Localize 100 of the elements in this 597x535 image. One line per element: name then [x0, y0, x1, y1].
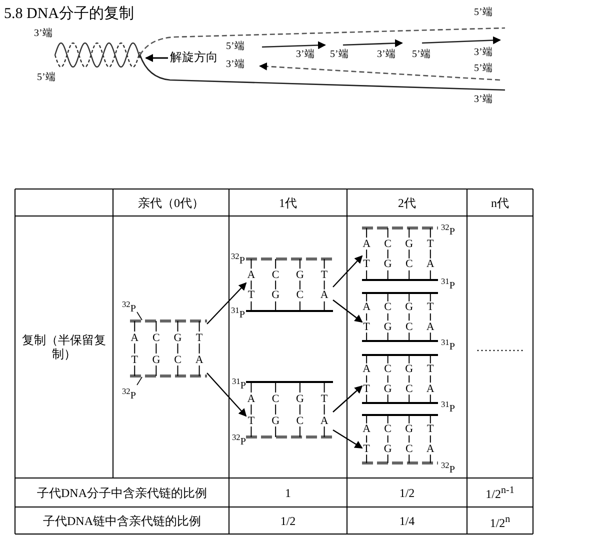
ratio-value: 1/2$^{n}$	[490, 512, 510, 530]
row-heading: 子代DNA链中含亲代链的比例	[43, 514, 201, 528]
isotope-label: $^{32}$P	[232, 432, 246, 448]
base-letter: C	[296, 414, 304, 426]
row-heading: 子代DNA分子中含亲代链的比例	[37, 486, 207, 500]
base-letter: C	[272, 392, 280, 404]
base-letter: T	[320, 268, 328, 281]
end-label: 3’端	[296, 48, 314, 60]
isotope-label: $^{32}$P	[231, 251, 245, 266]
dna-molecule	[362, 415, 438, 463]
base-letter: G	[174, 332, 182, 344]
base-letter: C	[405, 258, 413, 270]
header-text: n代	[491, 196, 509, 210]
base-letter: G	[152, 354, 160, 366]
header-text: 1代	[279, 196, 297, 210]
header-text: 亲代（0代）	[138, 196, 204, 210]
base-letter: T	[427, 363, 434, 376]
end-label: 5’端	[37, 72, 56, 82]
arrow	[332, 255, 363, 288]
end-label: 3’端	[226, 58, 244, 70]
base-letter: T	[131, 354, 138, 366]
base-letter: A	[362, 423, 371, 436]
base-letter: G	[405, 363, 414, 376]
base-letter: T	[427, 423, 434, 436]
base-letter: C	[405, 442, 413, 455]
base-letter: A	[426, 258, 434, 270]
ratio-value: 1/2	[399, 486, 415, 500]
dna-molecule	[246, 259, 333, 311]
base-letter: A	[426, 320, 434, 333]
base-letter: T	[427, 238, 434, 250]
base-letter: C	[405, 382, 413, 395]
base-letter: G	[272, 289, 280, 302]
isotope-label: $^{32}$P	[441, 222, 455, 238]
row-heading: 复制（半保留复制）	[21, 333, 107, 361]
base-letter: G	[384, 442, 392, 455]
base-letter: T	[363, 258, 370, 270]
base-letter: C	[384, 363, 392, 376]
ratio-value: 1/2$^{n-1}$	[486, 484, 514, 501]
end-label: 5’端	[330, 48, 348, 60]
arrow	[332, 385, 363, 412]
ellipsis: …………	[476, 340, 524, 354]
base-letter: G	[296, 268, 304, 281]
arrow	[332, 430, 363, 449]
isotope-label: $^{31}$P	[232, 376, 246, 392]
base-letter: A	[362, 301, 371, 314]
dna-molecule	[362, 228, 438, 280]
end-label: 3’端	[474, 46, 492, 58]
base-letter: A	[247, 268, 256, 281]
ratio-value: 1	[285, 486, 291, 500]
base-letter: A	[362, 238, 371, 250]
base-letter: A	[247, 392, 256, 404]
base-letter: G	[384, 258, 392, 270]
end-label: 5’端	[474, 6, 492, 18]
base-letter: G	[384, 382, 392, 395]
isotope-label: $^{31}$P	[231, 305, 245, 320]
arrow	[206, 372, 247, 417]
base-letter: G	[296, 392, 304, 404]
base-letter: G	[405, 423, 414, 436]
base-letter: C	[296, 289, 304, 302]
header-text: 2代	[398, 196, 416, 210]
dna-molecule	[246, 382, 333, 437]
isotope-label: $^{31}$P	[441, 399, 455, 414]
base-letter: T	[363, 382, 370, 395]
end-label: 5’端	[412, 48, 430, 60]
base-letter: C	[272, 268, 280, 281]
end-label: 5’端	[226, 40, 244, 52]
isotope-label: $^{31}$P	[441, 276, 455, 292]
base-letter: C	[405, 320, 413, 333]
base-letter: A	[426, 382, 434, 395]
dna-molecule	[362, 293, 438, 341]
base-letter: A	[362, 363, 371, 376]
isotope-label: $^{32}$P	[441, 460, 455, 476]
base-letter: A	[320, 414, 328, 426]
base-letter: T	[363, 320, 370, 333]
base-letter: C	[152, 332, 160, 344]
base-letter: T	[427, 301, 434, 314]
ratio-value: 1/2	[280, 514, 296, 528]
end-label: 3’端	[34, 28, 52, 38]
base-letter: A	[130, 332, 139, 344]
base-letter: C	[174, 354, 182, 366]
ratio-value: 1/4	[399, 514, 415, 528]
dna-molecule	[130, 312, 207, 385]
base-letter: G	[405, 238, 414, 250]
isotope-label: $^{32}$P	[122, 386, 136, 402]
direction-label: 解旋方向	[170, 50, 218, 64]
end-label: 3’端	[377, 48, 396, 60]
end-label: 5’端	[474, 62, 492, 74]
base-letter: A	[195, 354, 204, 366]
title: 5.8 DNA分子的复制	[4, 4, 134, 23]
arrow	[332, 300, 363, 323]
base-letter: G	[384, 320, 392, 333]
base-letter: T	[248, 289, 255, 302]
base-letter: T	[248, 414, 255, 426]
base-letter: C	[384, 301, 392, 314]
isotope-label: $^{32}$P	[122, 299, 136, 314]
base-letter: T	[196, 332, 203, 344]
base-letter: A	[320, 289, 328, 302]
base-letter: C	[384, 238, 392, 250]
end-label: 3’端	[474, 94, 492, 104]
base-letter: G	[405, 301, 414, 314]
